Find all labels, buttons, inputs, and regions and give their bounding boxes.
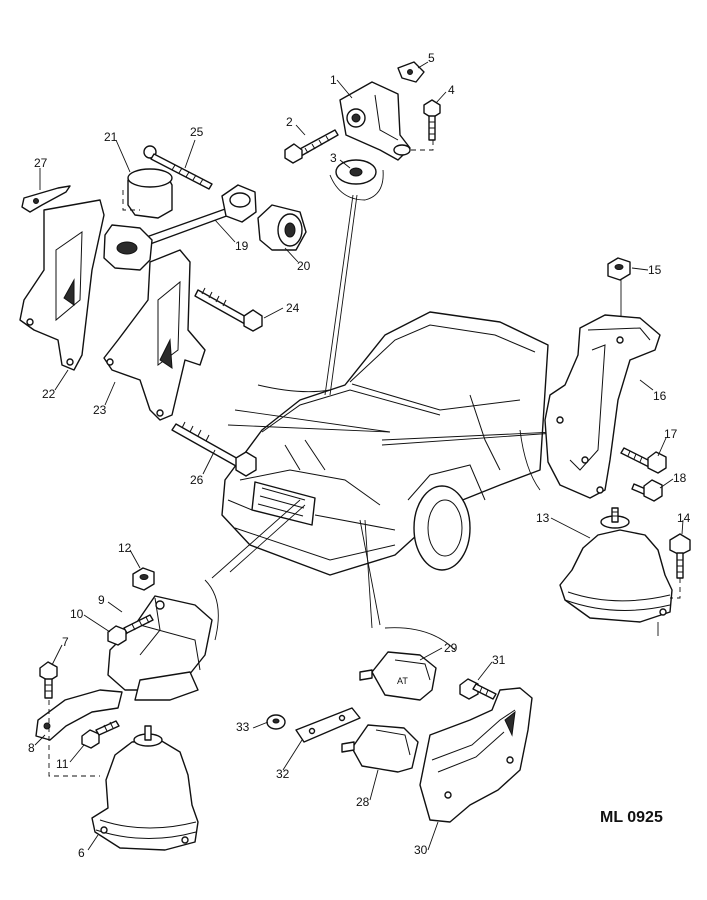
part-7-bolt (39, 661, 58, 699)
callout-11: 11 (56, 757, 69, 771)
part-19-tie-rod (103, 184, 257, 271)
callout-12: 12 (118, 541, 132, 555)
callout-25: 25 (190, 125, 204, 139)
callout-30: 30 (414, 843, 428, 857)
callout-20: 20 (297, 259, 311, 273)
part-12-nut (132, 567, 155, 591)
part-26-bolt (171, 421, 257, 477)
part-28-gearbox-mount (341, 724, 419, 773)
callout-8: 8 (28, 741, 35, 755)
callout-leaders (34, 61, 684, 851)
part-3-washer (335, 159, 377, 185)
part-23-bracket (103, 249, 206, 421)
zone-arc-upper (257, 384, 331, 393)
part-14-bolt (669, 533, 691, 579)
part-5-clip (397, 61, 425, 83)
callout-7: 7 (62, 635, 69, 649)
reference-code: ML 0925 (600, 809, 663, 826)
callout-26: 26 (190, 473, 204, 487)
callout-5: 5 (428, 51, 435, 65)
part-32-plate (295, 707, 361, 743)
part-6-engine-mount (91, 725, 199, 851)
part-27-clip (21, 185, 71, 213)
part-20-bush (257, 204, 307, 251)
callout-22: 22 (42, 387, 56, 401)
callout-9: 9 (98, 593, 105, 607)
callout-18: 18 (673, 471, 687, 485)
callout-15: 15 (648, 263, 662, 277)
callout-27: 27 (34, 156, 48, 170)
callout-33: 33 (236, 720, 250, 734)
part-18-bolt (631, 479, 663, 502)
car-illustration (221, 311, 549, 576)
part-8-strap (35, 689, 123, 741)
zone-arc-lower-right (384, 627, 456, 651)
callout-labels: 1 2 3 4 5 6 7 8 9 10 11 12 13 14 15 16 1… (28, 51, 691, 860)
callout-28: 28 (356, 795, 370, 809)
callout-23: 23 (93, 403, 107, 417)
part-11-bolt (81, 720, 120, 749)
callout-16: 16 (653, 389, 667, 403)
callout-14: 14 (677, 511, 691, 525)
zone-arc-right (519, 429, 541, 491)
callout-19: 19 (235, 239, 249, 253)
part-29-gearbox-mount: AT (359, 651, 437, 701)
part-21-bush (127, 168, 173, 219)
callout-4: 4 (448, 83, 455, 97)
callout-10: 10 (70, 607, 84, 621)
callout-31: 31 (492, 653, 506, 667)
washer-arc (329, 169, 384, 201)
callout-29: 29 (444, 641, 458, 655)
part-1-mounting-bracket (339, 81, 411, 161)
callout-32: 32 (276, 767, 290, 781)
part-31-bolt (459, 678, 497, 700)
zone-arc-lower-left (204, 579, 219, 641)
svg-text:AT: AT (397, 676, 408, 686)
callout-6: 6 (78, 846, 85, 860)
part-30-bracket (419, 687, 533, 823)
callout-13: 13 (536, 511, 550, 525)
callout-3: 3 (330, 151, 337, 165)
part-10-bolt (107, 614, 154, 646)
part-9-bracket (107, 595, 213, 701)
callout-21: 21 (104, 130, 118, 144)
part-13-engine-mount (559, 507, 673, 623)
part-17-bolt (620, 447, 667, 474)
callout-2: 2 (286, 115, 293, 129)
part-33-nut (266, 714, 286, 730)
part-4-bolt (423, 99, 441, 141)
part-16-bracket (544, 314, 661, 499)
callout-1: 1 (330, 73, 337, 87)
part-24-bolt (194, 287, 263, 332)
part-25-bolt (143, 145, 213, 190)
callout-17: 17 (664, 427, 678, 441)
part-15-nut (607, 257, 631, 281)
part-2-bolt (284, 129, 339, 164)
part-22-bracket (19, 199, 105, 371)
callout-24: 24 (286, 301, 300, 315)
